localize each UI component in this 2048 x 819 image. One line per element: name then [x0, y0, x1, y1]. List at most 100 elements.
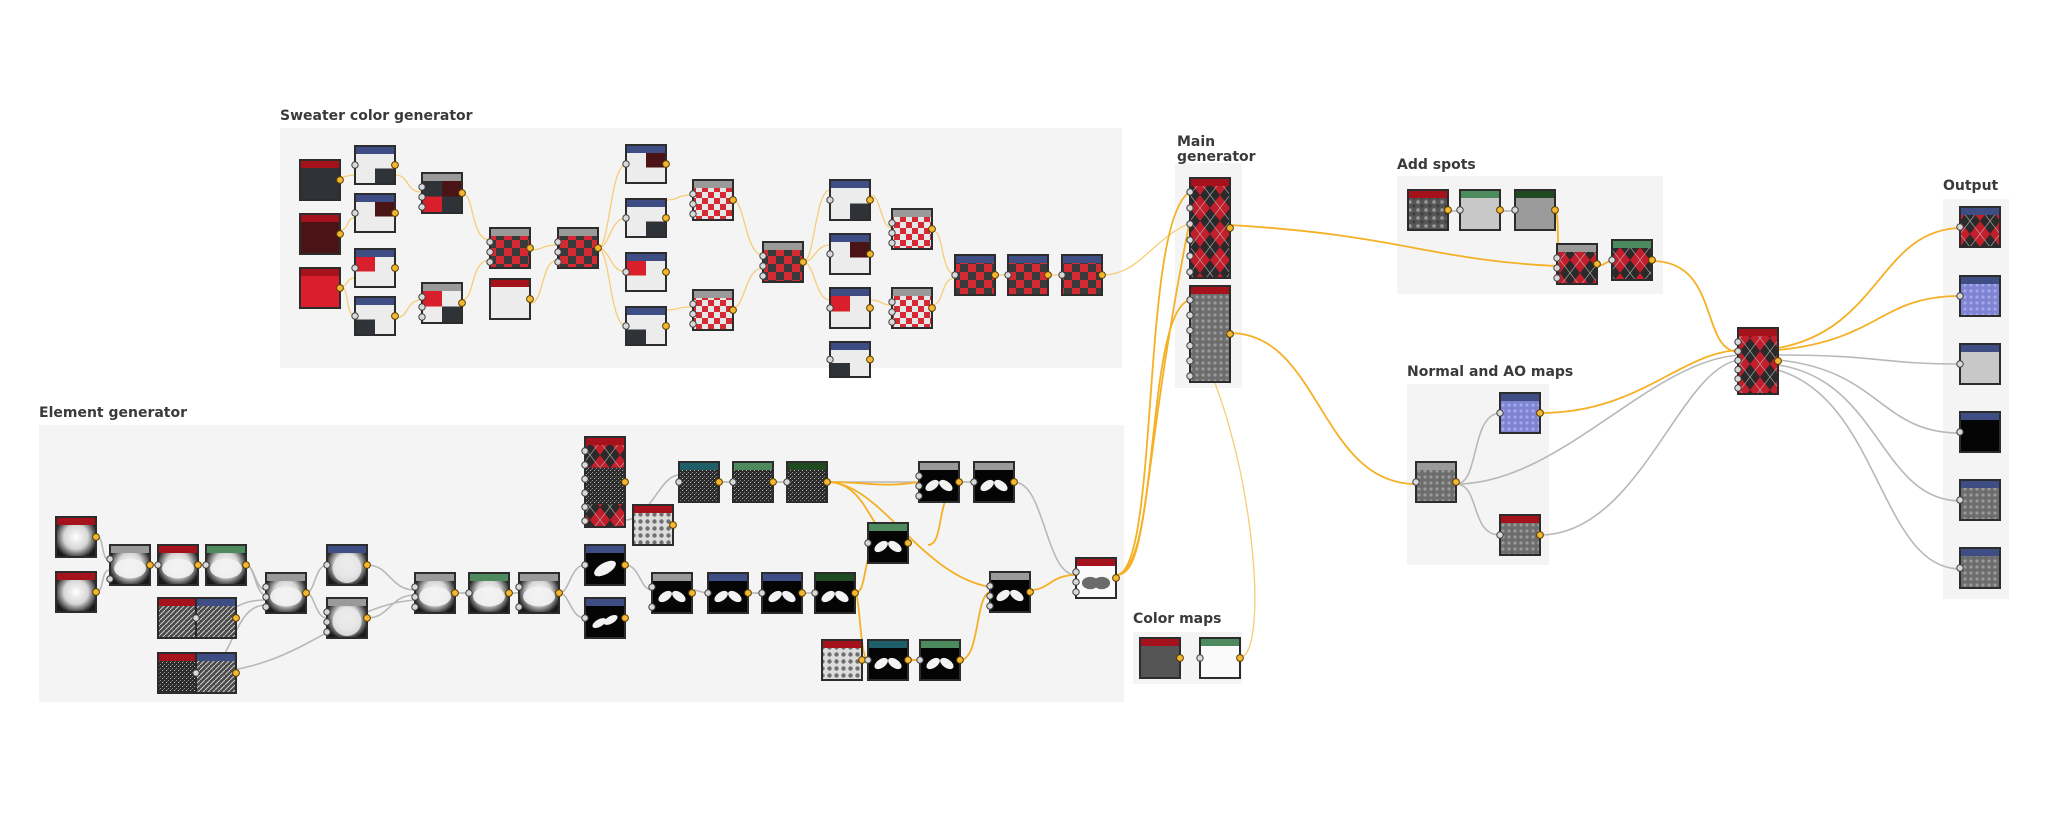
output-port[interactable] — [866, 196, 874, 204]
output-port[interactable] — [555, 589, 563, 597]
input-port[interactable] — [1186, 188, 1194, 196]
output-port[interactable] — [1593, 260, 1601, 268]
input-port[interactable] — [351, 161, 359, 169]
input-port[interactable] — [1734, 356, 1742, 365]
input-port[interactable] — [581, 614, 589, 622]
node-transformation[interactable] — [351, 193, 399, 233]
node-blend[interactable] — [411, 572, 459, 614]
input-port[interactable] — [486, 248, 494, 256]
input-port[interactable] — [826, 250, 834, 258]
input-port[interactable] — [1058, 271, 1066, 279]
node-transformation[interactable] — [826, 341, 874, 378]
node-ambient-occlusion[interactable] — [1496, 514, 1544, 556]
input-port[interactable] — [1956, 360, 1964, 368]
input-port[interactable] — [888, 298, 896, 306]
output-port[interactable] — [1536, 409, 1544, 417]
node-transformation[interactable] — [622, 252, 670, 292]
output-port[interactable] — [336, 230, 344, 238]
input-port[interactable] — [465, 589, 473, 597]
output-port[interactable] — [505, 589, 513, 597]
node-blend[interactable] — [515, 572, 563, 614]
node-levels[interactable] — [202, 544, 250, 586]
input-port[interactable] — [1511, 206, 1519, 214]
input-port[interactable] — [888, 308, 896, 316]
output-port[interactable] — [391, 312, 399, 320]
node-transformation[interactable] — [704, 572, 752, 614]
output-port[interactable] — [1496, 206, 1504, 214]
output-port[interactable] — [363, 561, 371, 569]
output-port[interactable] — [458, 189, 466, 197]
node-output[interactable] — [1956, 275, 2001, 317]
input-port[interactable] — [262, 583, 270, 591]
input-port[interactable] — [323, 608, 331, 616]
output-port[interactable] — [232, 614, 240, 622]
node-tile-sampler[interactable] — [1186, 177, 1234, 279]
output-port[interactable] — [1226, 224, 1234, 232]
node-uniform-color[interactable] — [299, 267, 344, 309]
input-port[interactable] — [986, 592, 994, 600]
input-port[interactable] — [675, 478, 683, 486]
input-port[interactable] — [826, 196, 834, 204]
node-transformation[interactable] — [970, 461, 1018, 503]
input-port[interactable] — [864, 539, 872, 547]
input-port[interactable] — [951, 271, 959, 279]
output-port[interactable] — [451, 589, 459, 597]
node-blend[interactable] — [689, 289, 737, 331]
node-blend[interactable] — [888, 287, 936, 329]
input-port[interactable] — [581, 475, 589, 483]
input-port[interactable] — [262, 593, 270, 601]
node-levels[interactable] — [465, 572, 513, 614]
node-levels[interactable] — [916, 639, 964, 681]
output-port[interactable] — [302, 589, 310, 597]
input-port[interactable] — [1496, 531, 1504, 539]
node-transformation[interactable] — [323, 544, 371, 586]
node-transformation[interactable] — [351, 296, 399, 336]
node-blend[interactable] — [1553, 243, 1601, 285]
input-port[interactable] — [888, 318, 896, 326]
input-port[interactable] — [1072, 588, 1080, 596]
input-port[interactable] — [1956, 564, 1964, 572]
output-port[interactable] — [594, 244, 602, 252]
input-port[interactable] — [1734, 338, 1742, 346]
node-uniform-color[interactable] — [299, 159, 344, 201]
node-transformation[interactable] — [826, 287, 874, 329]
input-port[interactable] — [1072, 578, 1080, 586]
output-port[interactable] — [1774, 357, 1782, 365]
input-port[interactable] — [689, 200, 697, 208]
input-port[interactable] — [1608, 256, 1616, 264]
input-port[interactable] — [758, 589, 766, 597]
output-port[interactable] — [928, 225, 936, 233]
node-blend[interactable] — [323, 597, 371, 639]
input-port[interactable] — [648, 583, 656, 591]
input-port[interactable] — [1734, 347, 1742, 355]
node-transformation[interactable] — [826, 233, 874, 275]
input-port[interactable] — [515, 603, 523, 611]
output-port[interactable] — [715, 478, 723, 486]
node-transformation[interactable] — [351, 145, 399, 185]
input-port[interactable] — [323, 628, 331, 636]
node-levels[interactable] — [1196, 637, 1244, 679]
node-cells[interactable] — [1407, 189, 1452, 231]
output-port[interactable] — [662, 268, 670, 276]
output-port[interactable] — [458, 299, 466, 307]
input-port[interactable] — [1956, 292, 1964, 300]
input-port[interactable] — [154, 561, 162, 569]
output-port[interactable] — [991, 271, 999, 279]
node-levels[interactable] — [729, 461, 777, 503]
input-port[interactable] — [1072, 568, 1080, 576]
output-port[interactable] — [1551, 206, 1559, 214]
output-port[interactable] — [1044, 271, 1052, 279]
input-port[interactable] — [581, 517, 589, 525]
node-uniform-color[interactable] — [489, 278, 534, 320]
input-port[interactable] — [351, 264, 359, 272]
input-port[interactable] — [554, 248, 562, 256]
output-port[interactable] — [1026, 588, 1034, 596]
input-port[interactable] — [1956, 428, 1964, 436]
input-port[interactable] — [811, 589, 819, 597]
output-port[interactable] — [744, 589, 752, 597]
input-port[interactable] — [1553, 264, 1561, 272]
output-port[interactable] — [928, 304, 936, 312]
input-port[interactable] — [622, 322, 630, 330]
node-gradient[interactable] — [783, 461, 831, 503]
node-transformation[interactable] — [192, 597, 240, 639]
